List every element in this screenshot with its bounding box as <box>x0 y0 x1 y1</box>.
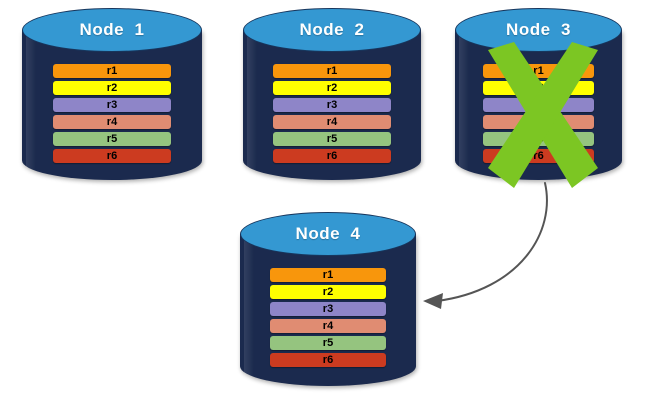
row-r2: r2 <box>273 81 391 95</box>
row-r1: r1 <box>269 268 387 282</box>
row-r6-label: r6 <box>106 149 118 162</box>
row-r4-label: r4 <box>533 115 544 128</box>
row-r3: r3 <box>269 302 387 316</box>
node-1-cylinder-top: Node 1 <box>22 8 202 52</box>
node-2-label: Node 2 <box>299 20 365 39</box>
node-3-rows: r1 r2 r3 r4 r5 r6 <box>483 64 594 163</box>
row-r1-label: r1 <box>533 64 544 77</box>
row-r1: r1 <box>483 64 594 78</box>
row-r4-label: r4 <box>326 115 338 128</box>
row-r2: r2 <box>269 285 387 299</box>
row-r6: r6 <box>273 149 391 163</box>
node-2: Node 2 r1 r2 r3 r4 r5 r6 <box>243 8 421 180</box>
node-1-label: Node 1 <box>79 20 145 39</box>
row-r4: r4 <box>483 115 594 129</box>
row-r5: r5 <box>483 132 594 146</box>
node-2-cylinder-top: Node 2 <box>243 8 421 52</box>
row-r2-label: r2 <box>326 81 338 94</box>
node-4-cylinder-top: Node 4 <box>240 212 416 256</box>
row-r6-label: r6 <box>533 149 544 162</box>
node-4-rows: r1 r2 r3 r4 r5 r6 <box>269 268 387 367</box>
row-r1-label: r1 <box>326 64 338 77</box>
node-3-cylinder-top: Node 3 <box>455 8 622 52</box>
row-r5-label: r5 <box>322 336 334 349</box>
row-r2-label: r2 <box>106 81 118 94</box>
row-r5: r5 <box>52 132 172 146</box>
row-r6: r6 <box>52 149 172 163</box>
row-r5-label: r5 <box>533 132 544 145</box>
row-r2-label: r2 <box>533 81 544 94</box>
node-3-label: Node 3 <box>506 20 571 39</box>
row-r6-label: r6 <box>322 353 334 366</box>
row-r3-label: r3 <box>106 98 118 111</box>
row-r5-label: r5 <box>326 132 338 145</box>
row-r1-label: r1 <box>106 64 118 77</box>
node-4-label: Node 4 <box>295 224 361 243</box>
row-r1: r1 <box>52 64 172 78</box>
row-r1: r1 <box>273 64 391 78</box>
row-r1-label: r1 <box>322 268 334 281</box>
row-r3-label: r3 <box>533 98 544 111</box>
row-r4: r4 <box>273 115 391 129</box>
row-r6: r6 <box>269 353 387 367</box>
row-r3-label: r3 <box>326 98 338 111</box>
row-r4: r4 <box>269 319 387 333</box>
node-2-rows: r1 r2 r3 r4 r5 r6 <box>273 64 391 163</box>
node-3: Node 3 r1 r2 r3 r4 r5 r6 <box>455 8 622 180</box>
row-r3: r3 <box>483 98 594 112</box>
row-r2: r2 <box>483 81 594 95</box>
node-4: Node 4 r1 r2 r3 r4 r5 r6 <box>240 212 416 386</box>
row-r5: r5 <box>269 336 387 350</box>
node-1-rows: r1 r2 r3 r4 r5 r6 <box>52 64 172 163</box>
row-r4: r4 <box>52 115 172 129</box>
row-r2-label: r2 <box>322 285 334 298</box>
arrow-head-icon <box>423 293 443 309</box>
row-r5: r5 <box>273 132 391 146</box>
row-r4-label: r4 <box>322 319 334 332</box>
row-r4-label: r4 <box>106 115 118 128</box>
row-r6-label: r6 <box>326 149 338 162</box>
row-r3: r3 <box>273 98 391 112</box>
row-r6: r6 <box>483 149 594 163</box>
row-r3-label: r3 <box>322 302 334 315</box>
row-r3: r3 <box>52 98 172 112</box>
node-1: Node 1 r1 r2 r3 r4 r5 r6 <box>22 8 202 180</box>
row-r5-label: r5 <box>106 132 118 145</box>
row-r2: r2 <box>52 81 172 95</box>
